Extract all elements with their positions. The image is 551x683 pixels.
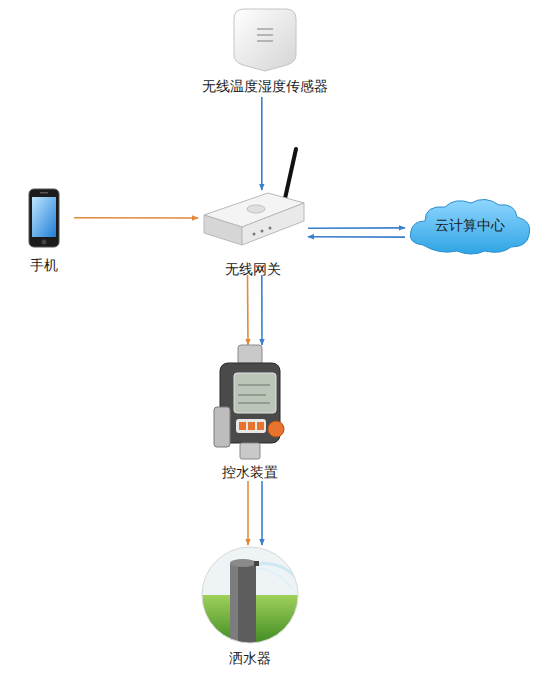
flow-arrow [261,97,263,190]
flow-arrow [74,217,198,219]
controller-node: 控水装置 [200,345,300,481]
gateway-illustration [198,145,308,255]
node-label: 无线温度湿度传感器 [185,77,345,95]
controller-illustration [200,345,300,463]
node-label: 手机 [14,256,74,274]
sprinkler-illustration [200,545,300,645]
flow-arrow [247,481,249,545]
sensor-node: 无线温度湿度传感器 [185,5,345,97]
cloud-node: 云计算中心 [405,195,535,257]
flow-arrow [308,227,405,229]
flow-arrow [261,275,263,345]
gateway-node: 无线网关 [198,190,308,275]
phone-node: 手机 [14,188,74,273]
node-label: 控水装置 [200,463,300,481]
sprinkler-node: 洒水器 [200,545,300,669]
node-label: 洒水器 [200,649,300,667]
flow-arrow [308,236,405,238]
sensor-illustration [230,5,300,73]
phone-illustration [28,188,60,248]
flow-arrow [247,275,249,345]
node-label: 无线网关 [198,260,308,278]
flow-arrow [261,481,263,545]
node-label: 云计算中心 [405,216,535,234]
